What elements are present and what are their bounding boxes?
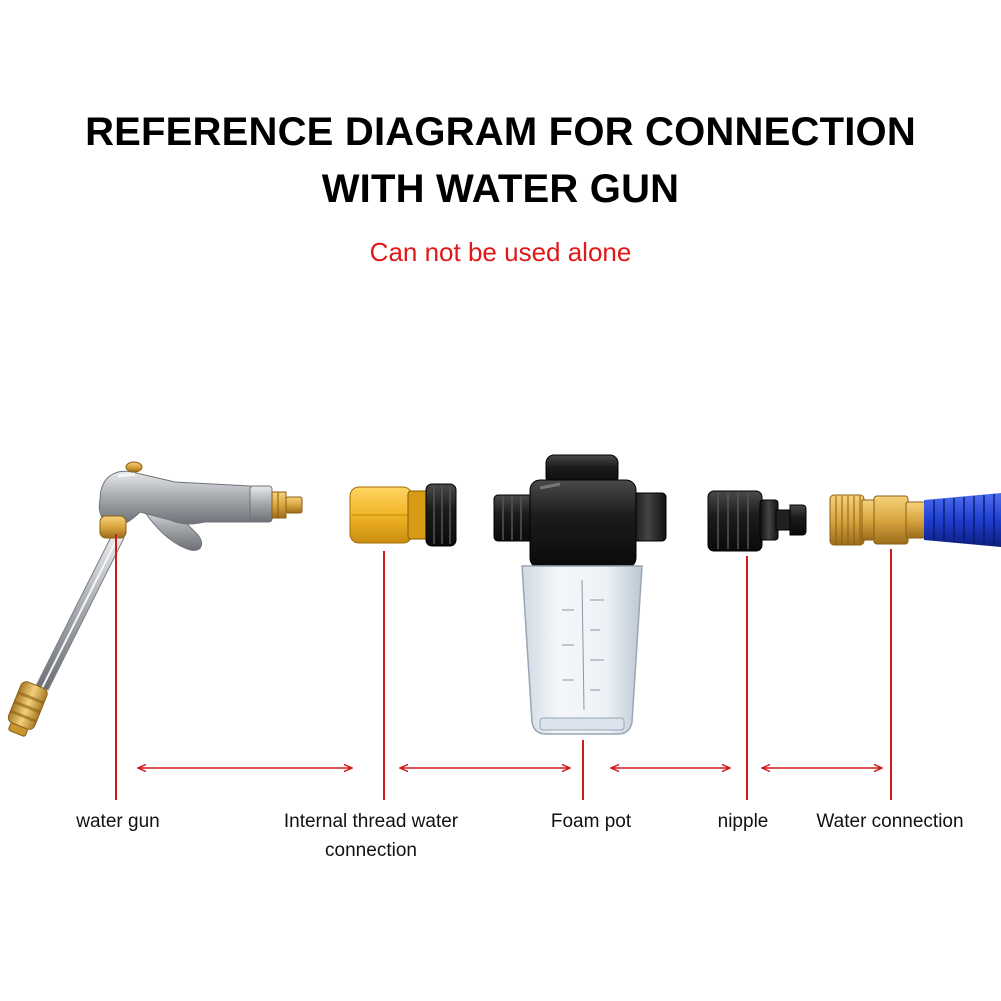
title-line-2: WITH WATER GUN xyxy=(321,167,680,211)
label-foam-pot: Foam pot xyxy=(550,811,632,832)
internal-thread-connector-icon xyxy=(349,483,457,547)
foam-pot-icon xyxy=(493,454,667,735)
nipple-icon xyxy=(707,490,807,552)
page-subtitle: Can not be used alone xyxy=(369,237,632,267)
page-title: REFERENCE DIAGRAM FOR CONNECTION WITH WA… xyxy=(0,104,1001,218)
guide-lines xyxy=(115,534,892,800)
water-gun-icon xyxy=(7,461,303,737)
water-connection-icon xyxy=(829,493,1001,547)
label-internal-thread-water-connection: Internal thread water connection xyxy=(283,811,459,861)
label-water-connection: Water connection xyxy=(816,811,964,832)
label-nipple: nipple xyxy=(717,811,769,832)
label-water-gun: water gun xyxy=(76,811,160,832)
title-line-1: REFERENCE DIAGRAM FOR CONNECTION xyxy=(85,110,916,154)
